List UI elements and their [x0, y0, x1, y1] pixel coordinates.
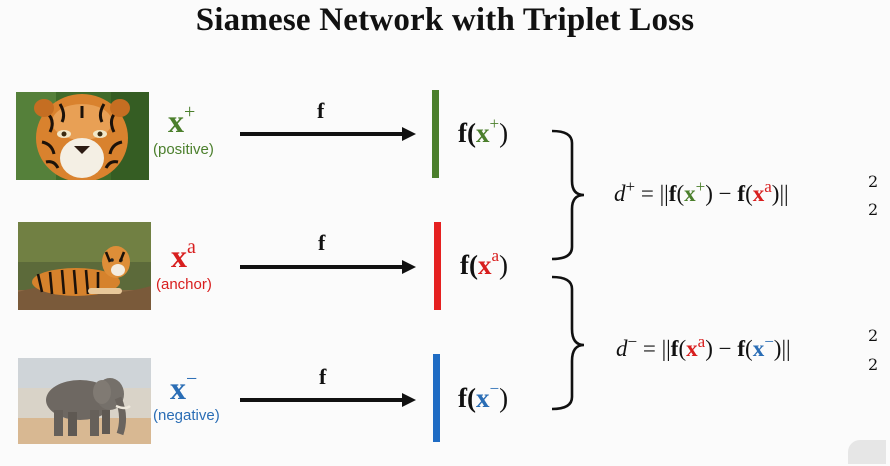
- x-anchor-label: xa: [171, 236, 196, 274]
- brace-d-plus: [551, 129, 585, 261]
- arrow-anchor: [240, 260, 416, 274]
- d-minus-equation: d− = ||f(xa) − f(x−)||: [616, 332, 791, 361]
- d-minus-subscript: 2: [868, 355, 879, 374]
- arrow-f-label-positive: f: [317, 98, 325, 123]
- brace-d-minus: [551, 275, 585, 411]
- arrow-positive: [240, 127, 416, 141]
- anchor-role-label: (anchor): [156, 276, 212, 293]
- positive-role-label: (positive): [153, 141, 214, 158]
- arrow-f-label-anchor: f: [318, 230, 326, 255]
- embedding-bar-negative: [433, 354, 440, 442]
- corner-widget-icon[interactable]: [848, 440, 886, 464]
- arrow-f-label-negative: f: [319, 364, 327, 389]
- f-x-anchor: f(xa): [460, 246, 509, 280]
- tiger-face-photo: [16, 92, 149, 180]
- arrow-negative: [240, 393, 416, 407]
- f-x-positive: f(x+): [458, 114, 509, 148]
- embedding-bar-anchor: [434, 222, 441, 310]
- embedding-bar-positive: [432, 90, 439, 178]
- negative-role-label: (negative): [153, 407, 220, 424]
- d-plus-equation: d+ = ||f(x+) − f(xa)||: [614, 177, 789, 206]
- x-positive-label: x+: [168, 101, 196, 139]
- d-minus-power: 2: [868, 326, 879, 345]
- d-plus-subscript: 2: [868, 200, 879, 219]
- elephant-photo: [18, 358, 151, 446]
- tiger-lying-photo: [18, 222, 151, 310]
- d-plus-power: 2: [868, 172, 879, 191]
- f-x-negative: f(x−): [458, 379, 509, 413]
- x-negative-label: x−: [170, 368, 198, 406]
- diagram-title: Siamese Network with Triplet Loss: [195, 2, 695, 38]
- braces: [551, 129, 585, 411]
